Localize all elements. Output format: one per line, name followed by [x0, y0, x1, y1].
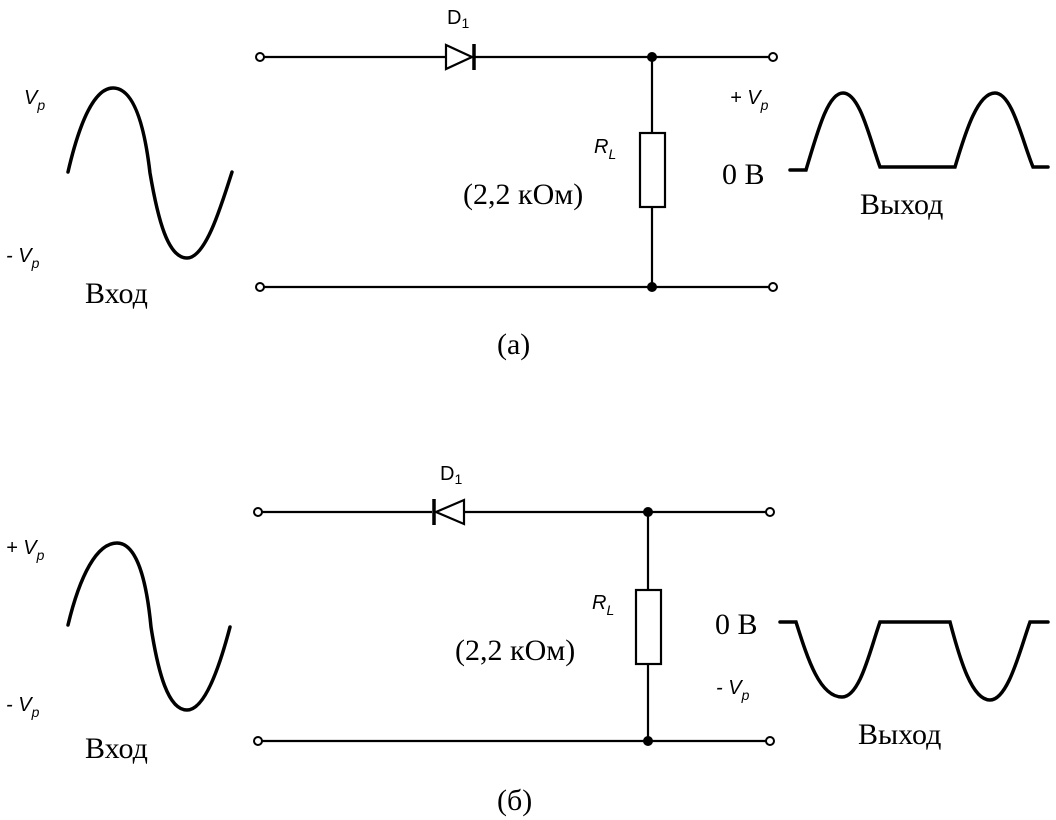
diode-label-b: D1	[440, 463, 462, 487]
node-dot	[643, 736, 653, 746]
node-dot	[647, 52, 657, 62]
terminal-icon	[253, 507, 263, 517]
node-dot	[647, 282, 657, 292]
output-pos-label-a: + Vp	[730, 87, 769, 113]
output-label-a: Выход	[860, 188, 943, 221]
output-wave-b	[778, 620, 1050, 702]
terminal-icon	[765, 507, 775, 517]
resistor-label-b: RL	[592, 592, 614, 618]
resistor-value-a: (2,2 кОм)	[463, 178, 583, 211]
output-wave-a	[788, 91, 1050, 172]
input-neg-label-a: - Vp	[6, 245, 40, 271]
resistor-value-b: (2,2 кОм)	[455, 634, 575, 667]
caption-a: (а)	[497, 328, 530, 361]
terminal-icon	[255, 282, 265, 292]
input-neg-label-b: - Vp	[6, 694, 40, 720]
input-pos-label-b: + Vp	[6, 537, 45, 563]
resistor-icon-b	[634, 588, 663, 666]
terminal-icon	[768, 282, 778, 292]
terminal-icon	[253, 736, 263, 746]
caption-b: (б)	[497, 784, 532, 817]
terminal-icon	[768, 52, 778, 62]
resistor-label-a: RL	[594, 136, 616, 162]
output-zero-label-b: 0 В	[715, 608, 758, 641]
output-label-b: Выход	[858, 718, 941, 751]
diode-icon-reverse-b	[432, 498, 466, 526]
resistor-icon-a	[638, 131, 667, 209]
node-dot	[643, 507, 653, 517]
diode-icon-forward-a	[444, 43, 476, 71]
output-zero-label-a: 0 В	[722, 158, 765, 191]
diode-label-a: D1	[447, 7, 469, 31]
circuit-b: + Vp - Vp Вход D1 RL (2,2 кОм) 0 В - Vp …	[6, 463, 1050, 817]
terminal-icon	[765, 736, 775, 746]
input-pos-label-a: Vp	[24, 87, 45, 113]
input-label-b: Вход	[85, 732, 148, 765]
output-neg-label-b: - Vp	[716, 677, 750, 703]
terminal-icon	[255, 52, 265, 62]
input-label-a: Вход	[85, 277, 148, 310]
circuit-a: Vp - Vp Вход D1 RL (2,2 кОм) + Vp 0 В Вы…	[6, 7, 1050, 361]
input-sine-wave-b	[66, 541, 232, 712]
input-sine-wave-a	[66, 86, 234, 260]
